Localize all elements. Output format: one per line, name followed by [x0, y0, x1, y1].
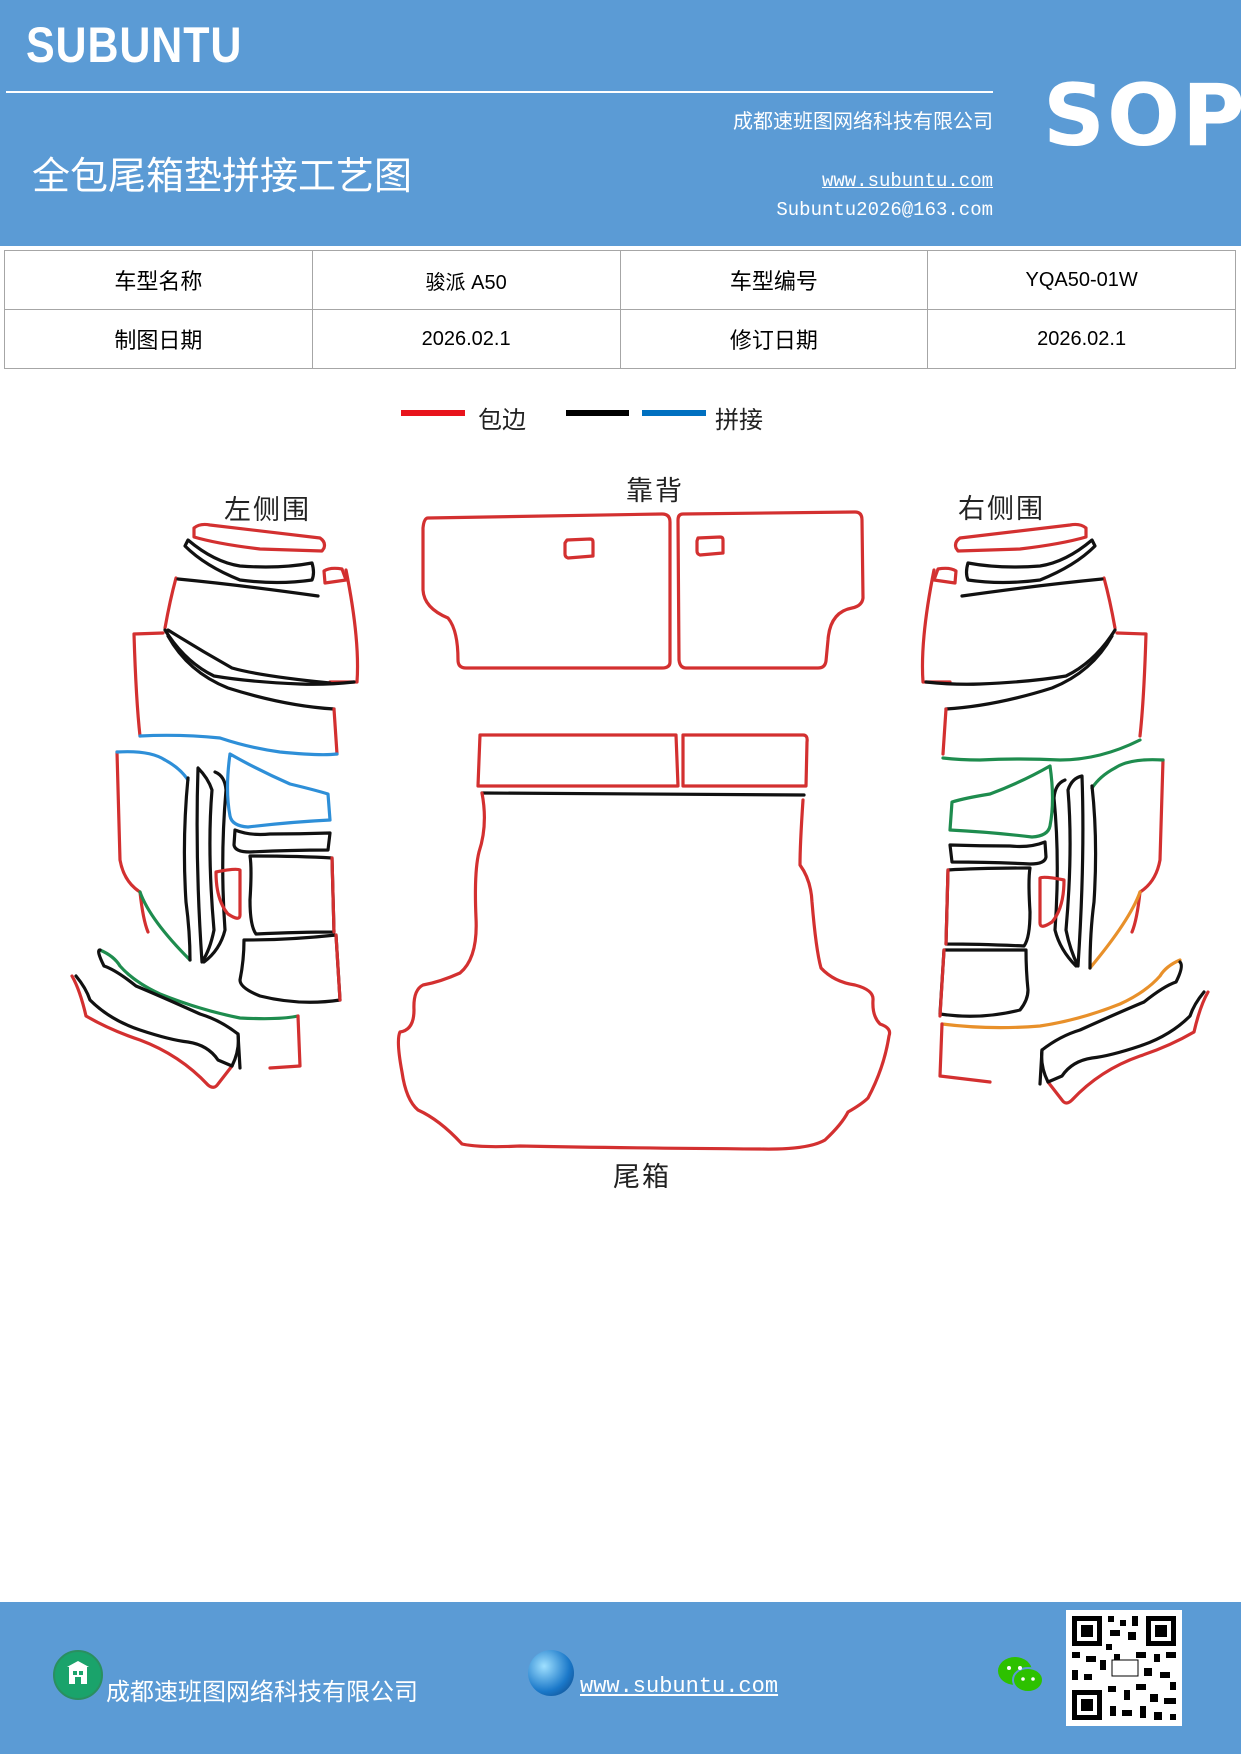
- left-notch: [322, 566, 348, 585]
- table-row: 车型名称 骏派 A50 车型编号 YQA50-01W: [4, 250, 1236, 310]
- revise-date-label: 修订日期: [619, 309, 929, 369]
- brand-logo: SUBUNTU: [26, 17, 243, 73]
- footer-website-link[interactable]: www.subuntu.com: [580, 1674, 779, 1699]
- website-link[interactable]: www.subuntu.com: [821, 170, 993, 192]
- label-left-side: 左侧围: [224, 495, 311, 526]
- footer-company: 成都速班图网络科技有限公司: [106, 1678, 418, 1706]
- right-side-panels: [920, 522, 1210, 1105]
- trunk-floor: [396, 791, 892, 1151]
- label-backrest: 靠背: [626, 476, 684, 507]
- model-name-value: 骏派 A50: [311, 250, 621, 310]
- left-side-panels: [70, 522, 360, 1089]
- qr-code: [1066, 1610, 1182, 1726]
- left-blue-seam-top: [138, 733, 339, 757]
- left-strip-2: [183, 538, 316, 585]
- left-blue-seam: [115, 750, 190, 782]
- legend-swatch-seam: [642, 410, 706, 416]
- backrest-left-panel: [421, 512, 672, 670]
- left-panel-upper: [163, 576, 178, 630]
- header-divider: [6, 91, 993, 93]
- left-panel-upper-seam: [176, 577, 320, 598]
- company-name: 成都速班图网络科技有限公司: [733, 109, 993, 133]
- left-panel-mid: [132, 631, 165, 738]
- globe-icon: [528, 1650, 574, 1696]
- trunk-top-right: [681, 733, 809, 788]
- wechat-icon[interactable]: [996, 1654, 1044, 1696]
- legend-swatch-black: [566, 410, 629, 416]
- vehicle-info-table: 车型名称 骏派 A50 车型编号 YQA50-01W 制图日期 2026.02.…: [4, 250, 1236, 369]
- left-green-seam-1: [138, 890, 192, 962]
- left-strip-1: [192, 522, 327, 553]
- backrest-left-hole: [563, 537, 595, 560]
- draw-date-label: 制图日期: [4, 309, 313, 369]
- page-title: 全包尾箱垫拼接工艺图: [32, 154, 413, 198]
- left-panel-mid-seam-2: [166, 634, 336, 711]
- left-green-seam-2: [98, 948, 300, 1021]
- trunk-panels: [396, 733, 892, 1151]
- left-blue-seam-2: [225, 752, 332, 829]
- label-right-side: 右侧围: [958, 494, 1045, 525]
- sop-mark: SOP: [1043, 66, 1241, 166]
- backrest-right-hole: [695, 535, 725, 557]
- contact-email[interactable]: Subuntu2026@163.com: [776, 199, 993, 221]
- page-footer: 成都速班图网络科技有限公司 www.subuntu.com: [0, 1602, 1241, 1754]
- model-name-label: 车型名称: [4, 250, 313, 310]
- left-panel-mid-seam: [163, 628, 356, 686]
- backrest-right-panel: [676, 510, 865, 670]
- page-header: SUBUNTU 成都速班图网络科技有限公司 全包尾箱垫拼接工艺图 www.sub…: [0, 0, 1241, 246]
- legend: 包边 拼接: [0, 400, 1241, 440]
- model-code-value: YQA50-01W: [927, 250, 1236, 310]
- label-trunk: 尾箱: [613, 1162, 671, 1193]
- backrest-panels: [421, 510, 865, 670]
- left-lower-panel: [115, 750, 150, 934]
- trunk-seam: [480, 791, 806, 797]
- legend-swatch-edge: [401, 410, 465, 416]
- table-row: 制图日期 2026.02.1 修订日期 2026.02.1: [4, 309, 1236, 369]
- building-icon: [53, 1650, 103, 1700]
- draw-date-value: 2026.02.1: [311, 309, 621, 369]
- trunk-top-left: [476, 733, 680, 788]
- left-bottom-strip: [70, 974, 234, 1089]
- revise-date-value: 2026.02.1: [927, 309, 1236, 369]
- model-code-label: 车型编号: [619, 250, 929, 310]
- legend-label-seam: 拼接: [715, 406, 763, 434]
- legend-label-edge: 包边: [478, 406, 526, 434]
